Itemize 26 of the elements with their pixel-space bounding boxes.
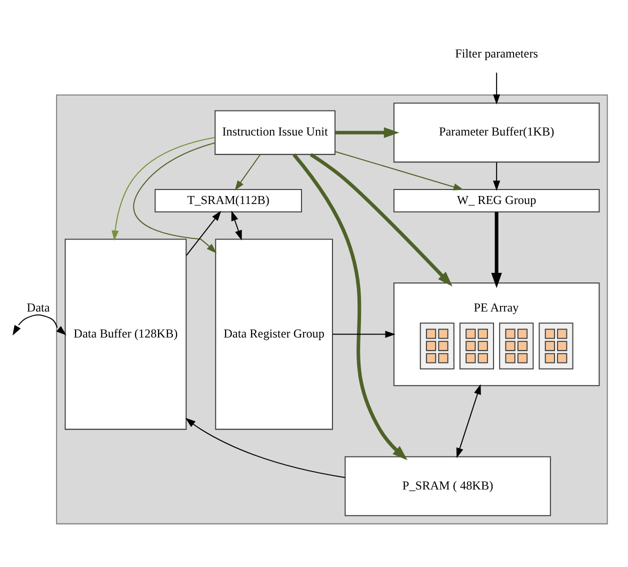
arrow — [456, 384, 481, 458]
arrow — [332, 330, 396, 338]
arrow — [292, 152, 408, 460]
arrow — [185, 417, 345, 478]
arrow — [112, 136, 215, 240]
arrow — [491, 212, 502, 288]
node-box: Data Buffer (128KB) — [64, 238, 187, 430]
arrow — [310, 152, 452, 286]
node-box: PE Array — [393, 282, 600, 386]
node-box: P_SRAM ( 48KB) — [344, 456, 551, 516]
arrow — [234, 154, 261, 190]
arrow — [493, 162, 500, 190]
edge-label: Data — [26, 300, 50, 314]
arrow — [186, 210, 222, 256]
node-text: Filter parameters — [455, 46, 538, 60]
arrow — [12, 314, 66, 335]
node-box: Data Register Group — [215, 238, 333, 430]
arrow — [335, 126, 400, 138]
node-box: Parameter Buffer(1KB) — [393, 102, 600, 162]
node-box: T_SRAM(112B) — [154, 188, 302, 212]
arrow — [133, 142, 217, 253]
node-box: W_ REG Group — [393, 188, 600, 212]
arrow — [335, 150, 464, 190]
arrow — [493, 72, 500, 104]
node-box: Instruction Issue Unit — [214, 110, 336, 154]
arrow — [231, 210, 242, 240]
